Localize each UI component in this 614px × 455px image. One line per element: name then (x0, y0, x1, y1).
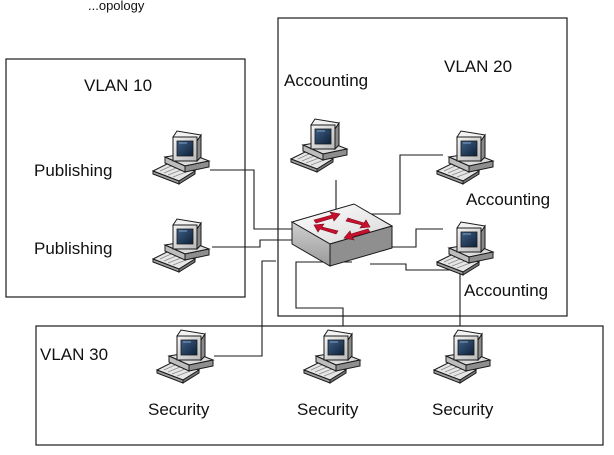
link-acc3 (385, 228, 443, 248)
computer-icon-sec2[interactable] (303, 329, 361, 384)
vlan-30-label: VLAN 30 (40, 345, 108, 364)
header-text: ...opology (88, 0, 145, 13)
switch-arrows-icon (313, 211, 371, 241)
vlan-10-label: VLAN 10 (84, 76, 152, 95)
computer-icon-acc3[interactable] (436, 221, 494, 276)
host-label-pub2: Publishing (34, 239, 112, 258)
computer-icon-sec1[interactable] (156, 329, 214, 384)
computer-icon-acc1[interactable] (290, 118, 348, 173)
link-sec1 (214, 260, 276, 357)
host-label-pub1: Publishing (34, 161, 112, 180)
computer-icon-acc2[interactable] (436, 130, 494, 185)
computer-icon-pub2[interactable] (152, 218, 210, 273)
link-pub2 (212, 239, 300, 248)
host-label-acc3: Accounting (464, 281, 548, 300)
vlan-20-label: VLAN 20 (444, 57, 512, 76)
connection-lines (210, 154, 461, 357)
computer-icon-pub1[interactable] (152, 130, 210, 185)
link-sec3 (370, 263, 461, 326)
host-label-sec2: Security (297, 400, 359, 419)
host-label-sec3: Security (432, 400, 494, 419)
network-switch-icon[interactable] (290, 203, 394, 267)
link-sec2 (295, 261, 352, 326)
host-label-sec1: Security (148, 400, 210, 419)
vlan-30-region (35, 325, 604, 446)
host-label-acc2: Accounting (466, 190, 550, 209)
computer-icon-sec3[interactable] (433, 329, 491, 384)
link-acc2 (362, 154, 443, 215)
vlan-20-region (277, 17, 568, 317)
host-label-acc1: Accounting (284, 71, 368, 90)
link-pub1 (210, 169, 300, 230)
vlan-10-region (5, 58, 246, 298)
